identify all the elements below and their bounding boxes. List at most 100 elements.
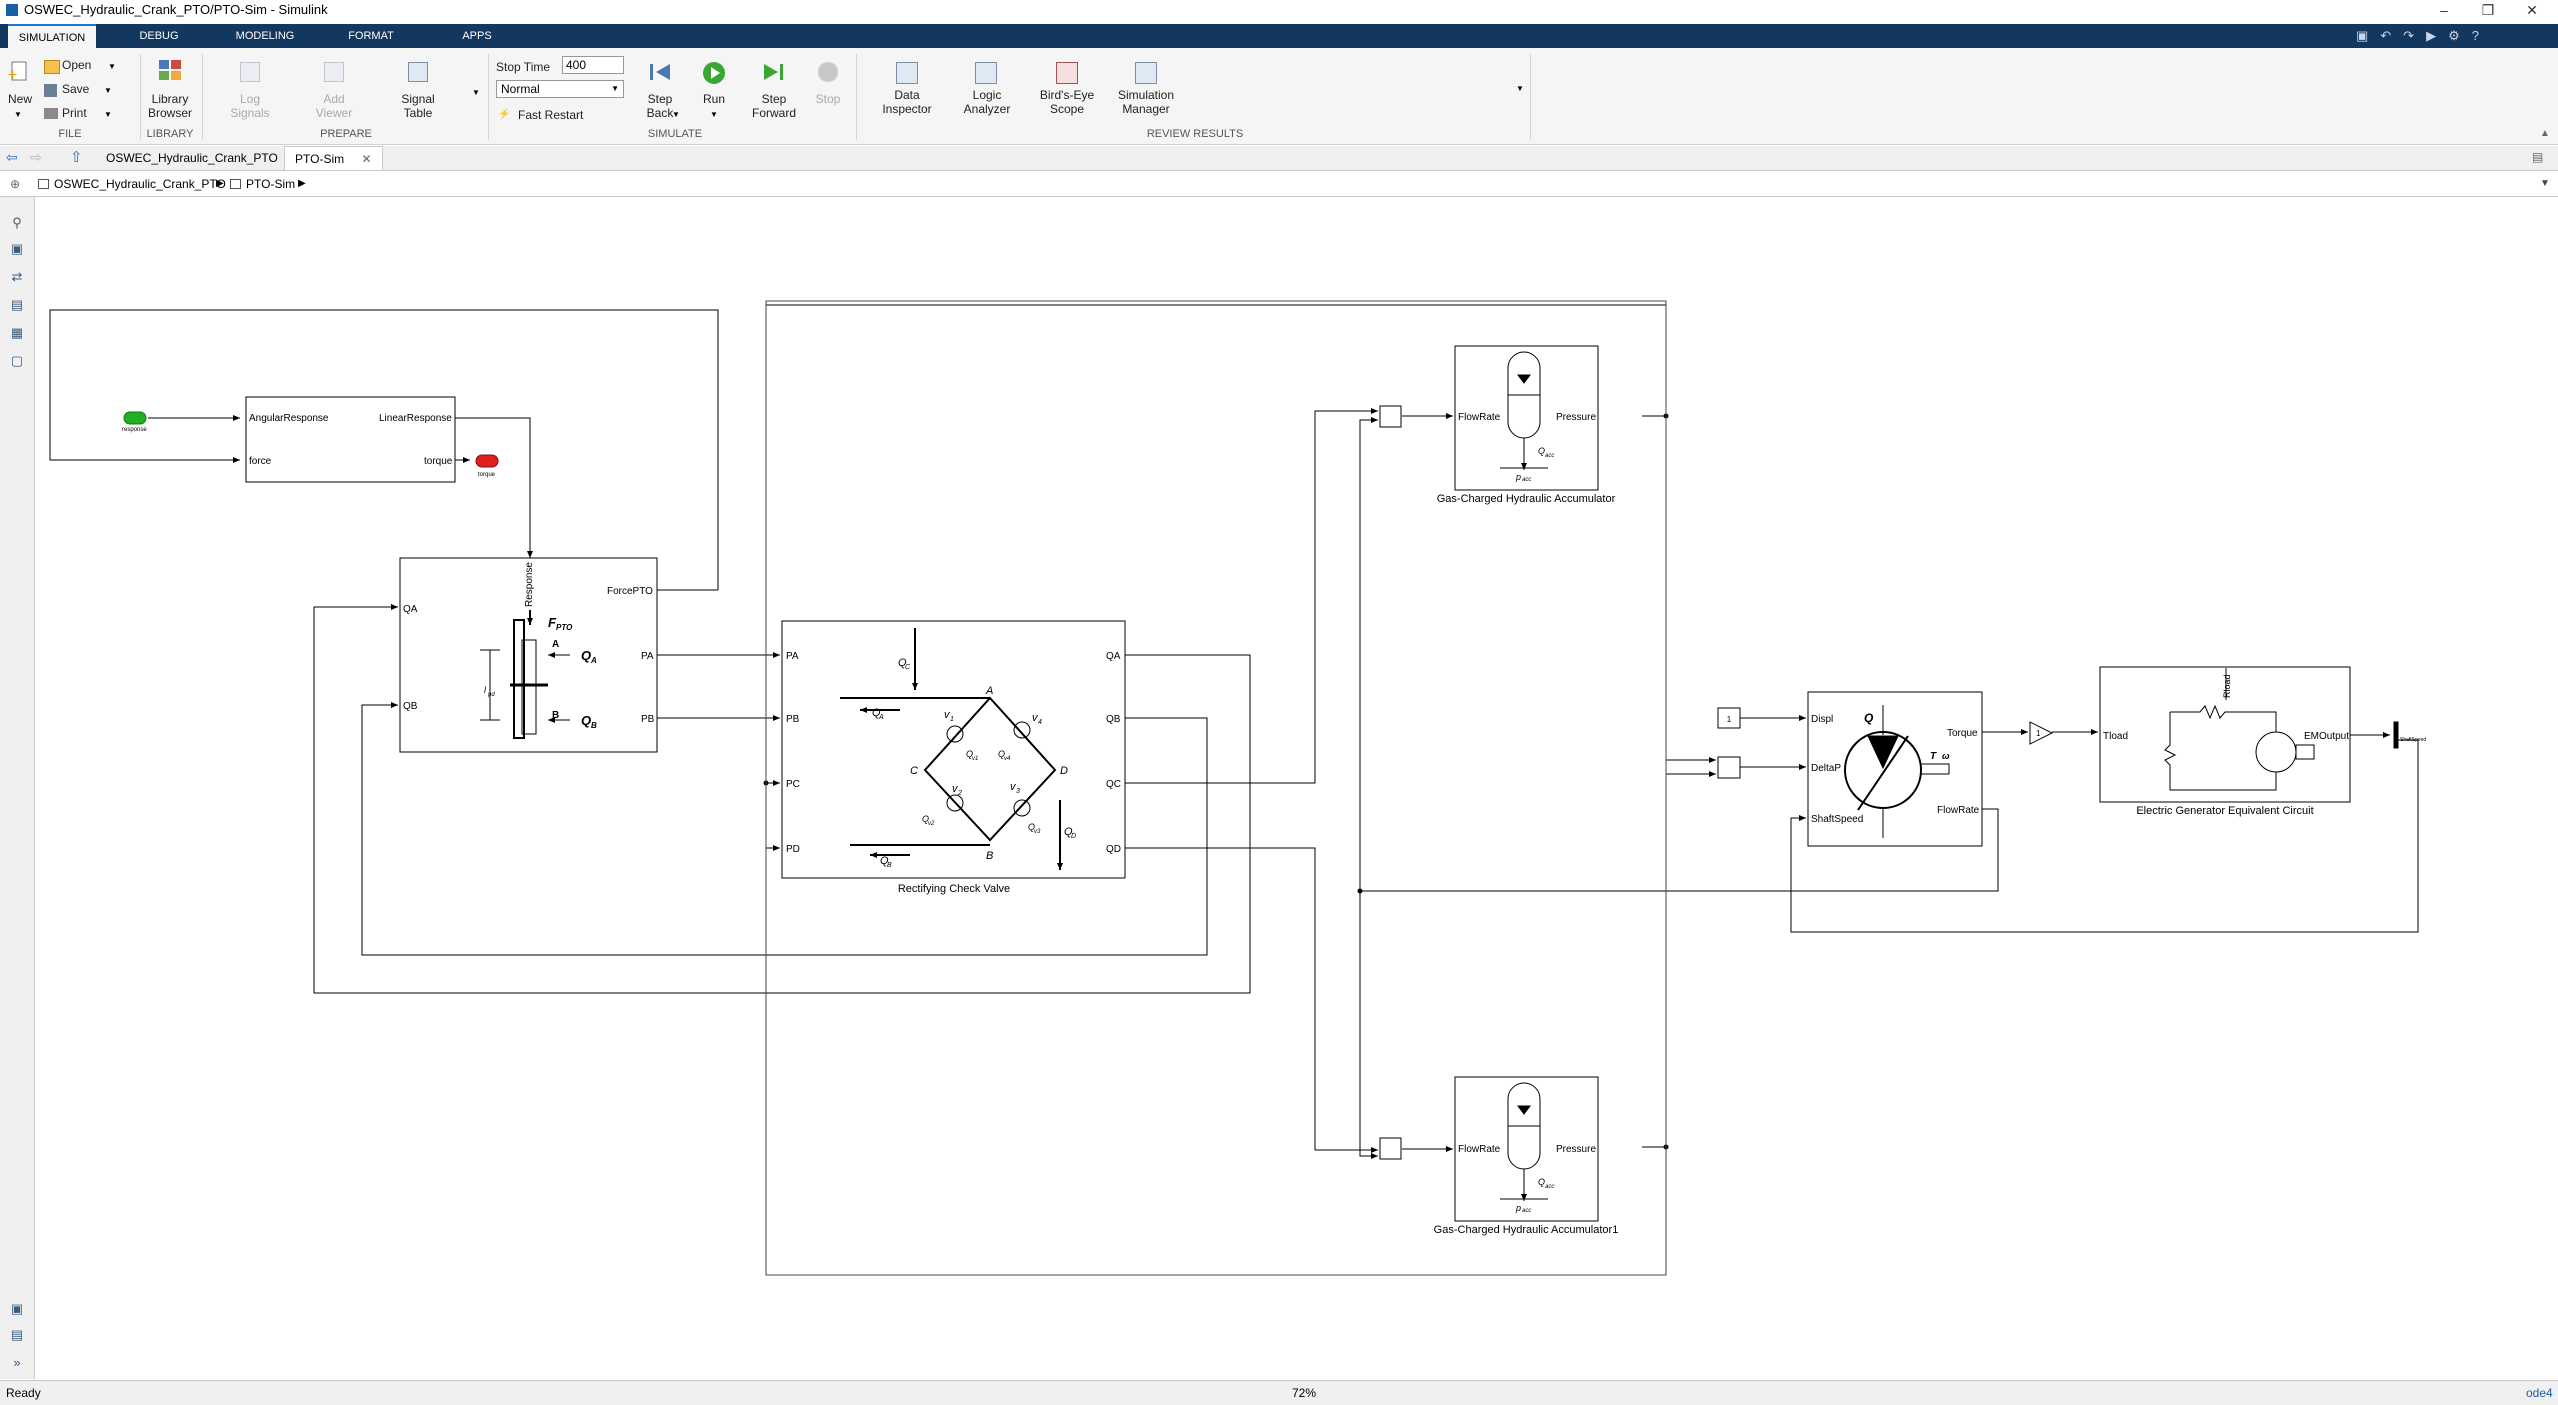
new-button[interactable]: New: [7, 92, 32, 106]
back-arrow-icon[interactable]: ⇦: [6, 149, 18, 165]
open-dropdown-icon[interactable]: ▼: [108, 62, 116, 71]
accumulator-top-block[interactable]: [1454, 345, 1599, 491]
constant-value: 1: [1727, 715, 1732, 724]
tab-format[interactable]: FORMAT: [348, 30, 394, 42]
constant-block[interactable]: [1717, 707, 1741, 729]
save-button[interactable]: Save: [62, 82, 90, 96]
tab-simulation[interactable]: SIMULATION: [8, 24, 96, 48]
breadcrumb-item-model[interactable]: OSWEC_Hydraulic_Crank_PTO: [54, 177, 226, 191]
valve-qa-subscript: A: [878, 714, 884, 721]
hydraulic-cylinder-block[interactable]: [399, 557, 658, 753]
close-icon[interactable]: ✕: [2526, 2, 2538, 18]
close-icon[interactable]: ✕: [361, 152, 372, 166]
mux-deltap-block[interactable]: [1717, 756, 1741, 779]
chevron-down-icon[interactable]: ▼: [2540, 178, 2550, 189]
zoom-icon[interactable]: ⚲: [12, 215, 22, 230]
prepare-expand-icon[interactable]: ▼: [472, 88, 480, 97]
signal-table-button[interactable]: Signal Table: [401, 92, 435, 120]
area-icon[interactable]: ▢: [10, 353, 24, 368]
print-button[interactable]: Print: [62, 106, 87, 120]
restore-icon[interactable]: ❐: [2481, 2, 2495, 18]
birds-eye-scope-button[interactable]: Bird's-Eye Scope: [1039, 88, 1095, 116]
gain-value: 1: [2036, 729, 2041, 738]
step-back-dropdown-icon[interactable]: ▼: [672, 110, 680, 119]
library-browser-button[interactable]: Library Browser: [147, 92, 192, 120]
subsystem-icon: [230, 179, 241, 189]
gain-block[interactable]: [2029, 721, 2054, 745]
collapse-toolstrip-icon[interactable]: ▲: [2540, 128, 2550, 139]
hydraulic-motor-block[interactable]: [1807, 691, 1983, 847]
shaft-speed-signal-label: ShaftSpeed: [2400, 737, 2426, 743]
review-expand-icon[interactable]: ▼: [1516, 84, 1524, 93]
open-button[interactable]: Open: [62, 58, 92, 72]
mux-bottom-block[interactable]: [1379, 1137, 1402, 1160]
valve-node-b: B: [986, 850, 993, 862]
step-back-button[interactable]: Step Back: [646, 92, 674, 120]
properties-icon[interactable]: ▤: [10, 1327, 24, 1342]
torque-goto-tag[interactable]: [475, 454, 499, 468]
logic-analyzer-button[interactable]: Logic Analyzer: [963, 88, 1011, 116]
up-level-icon[interactable]: ⇧: [70, 149, 83, 166]
status-bar: Ready 72% ode4: [0, 1380, 2558, 1405]
run-icon: [703, 62, 725, 84]
chevron-right-icon: ▶: [216, 178, 224, 189]
demux-bar[interactable]: [2393, 721, 2399, 749]
divider: [856, 54, 857, 140]
new-icon[interactable]: +: [6, 60, 30, 84]
stop-icon: [818, 62, 838, 82]
data-inspector-button[interactable]: Data Inspector: [882, 88, 932, 116]
motor-port-shaft: ShaftSpeed: [1811, 814, 1863, 825]
solver-indicator[interactable]: ode4: [2526, 1386, 2553, 1400]
step-back-icon: [648, 60, 672, 84]
valve-port-pb: PB: [786, 714, 800, 725]
image-icon[interactable]: ▦: [10, 325, 24, 340]
doc-tab-oswec[interactable]: OSWEC_Hydraulic_Crank_PTO ✕: [96, 146, 315, 170]
fast-restart-button[interactable]: Fast Restart: [518, 108, 584, 122]
forward-arrow-icon[interactable]: ⇨: [30, 149, 42, 165]
stop-button[interactable]: Stop: [815, 92, 841, 106]
expand-palette-icon[interactable]: »: [13, 1355, 21, 1370]
qa-subscript: A: [590, 656, 597, 665]
doc-tab-pto-sim[interactable]: PTO-Sim ✕: [284, 146, 383, 170]
print-dropdown-icon[interactable]: ▼: [104, 110, 112, 119]
stop-time-input[interactable]: [562, 56, 624, 74]
model-canvas[interactable]: response torque AngularResponse force Li…: [35, 197, 2558, 1379]
fit-view-icon[interactable]: ▣: [10, 241, 24, 256]
area-annotation[interactable]: [765, 300, 1667, 1276]
simulation-manager-button[interactable]: Simulation Manager: [1117, 88, 1175, 116]
log-signals-button[interactable]: Log Signals: [230, 92, 270, 120]
explorer-bar-icon[interactable]: ⊕: [10, 177, 21, 191]
acc-bottom-q-subscript: acc: [1545, 1184, 1554, 1190]
camera-icon[interactable]: ▣: [10, 1301, 24, 1316]
rectifying-check-valve-block[interactable]: [781, 620, 1126, 879]
valve-port-qb: QB: [1106, 714, 1121, 725]
tab-apps[interactable]: APPS: [462, 30, 492, 42]
group-label-file: FILE: [58, 128, 82, 140]
run-dropdown-icon[interactable]: ▼: [710, 110, 718, 119]
valve-port-pd: PD: [786, 844, 800, 855]
zoom-level[interactable]: 72%: [1292, 1386, 1317, 1400]
save-dropdown-icon[interactable]: ▼: [104, 86, 112, 95]
tab-menu-icon[interactable]: ▤: [2532, 150, 2544, 164]
response-goto-tag[interactable]: [123, 411, 147, 425]
add-viewer-button[interactable]: Add Viewer: [315, 92, 353, 120]
electric-generator-block[interactable]: [2099, 666, 2351, 803]
breadcrumb-item-subsystem[interactable]: PTO-Sim: [246, 177, 296, 191]
acc-top-port-in: FlowRate: [1458, 412, 1501, 423]
new-dropdown-icon[interactable]: ▼: [14, 110, 22, 119]
valve-node-a: A: [985, 685, 993, 697]
run-button[interactable]: Run: [702, 92, 725, 106]
mux-top-block[interactable]: [1379, 405, 1402, 428]
quick-access-icons[interactable]: ▣↶↷▶⚙?: [2356, 28, 2491, 43]
tab-debug[interactable]: DEBUG: [139, 30, 179, 42]
port-pb-out: PB: [641, 714, 655, 725]
accumulator-bottom-block[interactable]: [1454, 1076, 1599, 1222]
tab-modeling[interactable]: MODELING: [235, 30, 295, 42]
valve-port-qc: QC: [1106, 779, 1121, 790]
minimize-icon[interactable]: –: [2440, 2, 2448, 18]
arrow-icon[interactable]: ⇄: [11, 269, 23, 284]
step-forward-button[interactable]: Step Forward: [751, 92, 796, 120]
simulation-mode-select[interactable]: Normal ▼: [496, 80, 624, 98]
annotation-icon[interactable]: ▤: [10, 297, 24, 312]
response-converter-block[interactable]: [245, 396, 456, 483]
